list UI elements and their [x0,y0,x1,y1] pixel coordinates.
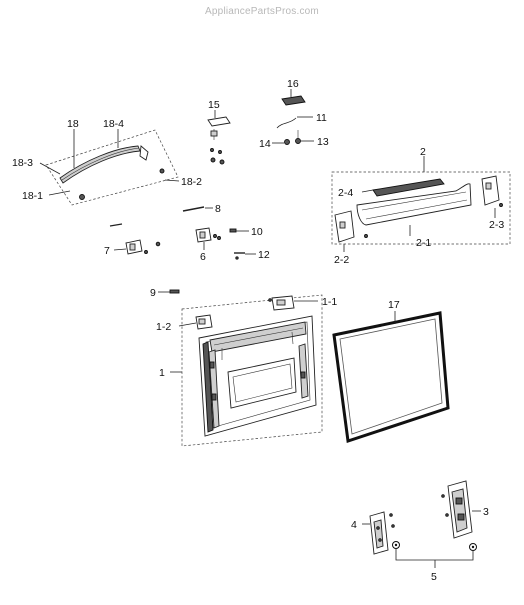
callout-18-4: 18-4 [103,118,124,130]
part-1-door-assembly [170,294,323,447]
callout-2-2: 2-2 [334,254,349,266]
callout-1: 1 [159,367,165,379]
callout-17: 17 [388,299,400,311]
watermark: AppliancePartsPros.com [205,6,319,17]
callout-15: 15 [208,99,220,111]
callout-18: 18 [67,118,79,130]
part-18-handle-assembly [39,129,180,206]
callout-3: 3 [483,506,489,518]
callout-1-1: 1-1 [322,296,337,308]
part-17-gasket [332,311,450,443]
callout-2-1: 2-1 [416,237,431,249]
callout-9: 9 [150,287,156,299]
callout-18-2: 18-2 [181,176,202,188]
callout-18-3: 18-3 [12,157,33,169]
part-6-hinge-bracket [195,227,221,250]
callout-16: 16 [287,78,299,90]
callout-6: 6 [200,251,206,263]
part-10-pin [229,228,249,233]
part-3-hinge [441,480,481,539]
callout-2-3: 2-3 [489,219,504,231]
callout-1-2: 1-2 [156,321,171,333]
callout-18-1: 18-1 [22,190,43,202]
callout-11: 11 [316,112,327,124]
part-5-washers [392,541,477,568]
part-14-screw [272,139,290,145]
part-4-hinge [362,511,395,555]
part-7-hinge-bracket [113,239,161,255]
callout-5: 5 [431,571,437,583]
part-13-screw [295,130,314,144]
part-15-bracket [207,110,231,165]
callout-2-4: 2-4 [338,187,353,199]
callout-14: 14 [259,138,271,150]
callout-12: 12 [258,249,270,261]
callout-8: 8 [215,203,221,215]
callout-13: 13 [317,136,329,148]
part-9-clip [158,289,180,294]
callout-4: 4 [351,519,357,531]
part-2-door-bin-assembly [331,156,511,252]
part-16-cap [281,89,306,106]
callout-7: 7 [104,245,110,257]
part-11-spring [276,116,313,129]
callout-10: 10 [251,226,263,238]
callout-2: 2 [420,146,426,158]
part-12-clip [234,252,256,260]
part-8-rod [109,206,213,227]
